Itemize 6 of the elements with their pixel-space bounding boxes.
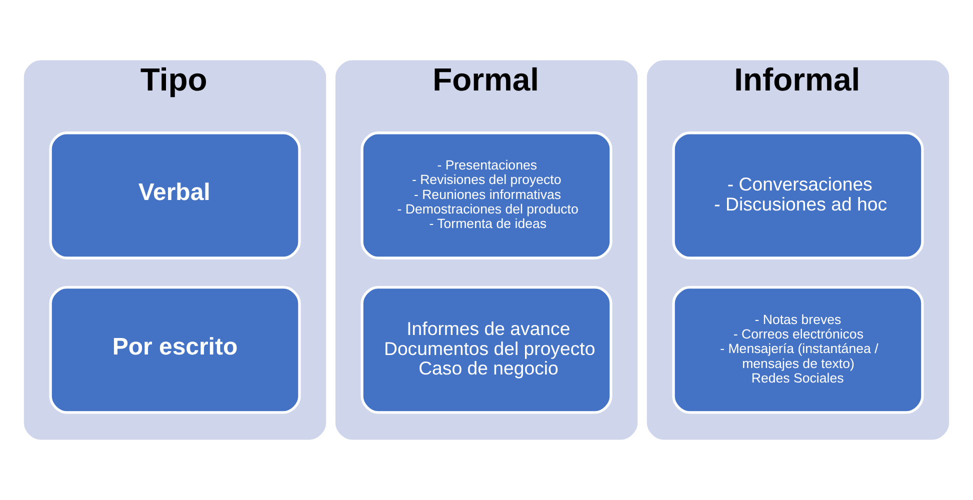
node-box: - Presentaciones - Revisiones del proyecto - Reuniones informativas - Demostraciones del producto - Tormenta de ideas xyxy=(360,132,612,260)
node-box: Verbal xyxy=(49,132,301,260)
node-box: Informes de avance Documentos del proyecto Caso de negocio xyxy=(360,286,612,414)
node-box: - Notas breves - Correos electrónicos - Mensajería (instantánea / mensajes de texto) Redes Sociales xyxy=(672,286,924,414)
node-box: Por escrito xyxy=(49,286,301,414)
node-box: - Conversaciones - Discusiones ad hoc xyxy=(672,132,924,260)
